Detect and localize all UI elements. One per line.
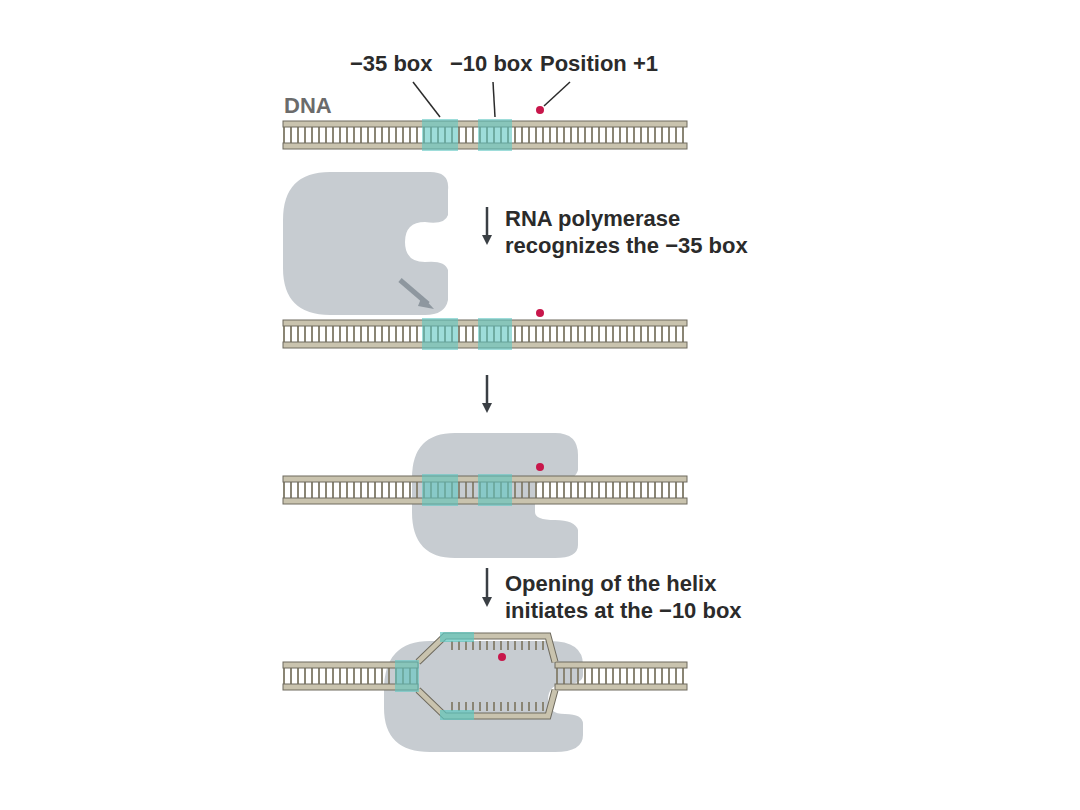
step-arrow xyxy=(486,568,489,602)
dna-helix xyxy=(283,309,687,350)
box-label: −10 box xyxy=(450,50,533,77)
dna-label: DNA xyxy=(284,92,332,119)
dna-helix xyxy=(283,82,687,151)
step-caption: Opening of the helix initiates at the −1… xyxy=(505,570,775,624)
box-label: −35 box xyxy=(350,50,433,77)
step-caption: RNA polymerase recognizes the −35 box xyxy=(505,205,775,259)
step-arrow xyxy=(486,207,489,240)
rna-polymerase xyxy=(283,172,448,315)
dna-helix xyxy=(283,463,687,506)
dna-bubble xyxy=(283,632,687,720)
step-arrow xyxy=(486,375,489,408)
position-label: Position +1 xyxy=(540,50,658,77)
